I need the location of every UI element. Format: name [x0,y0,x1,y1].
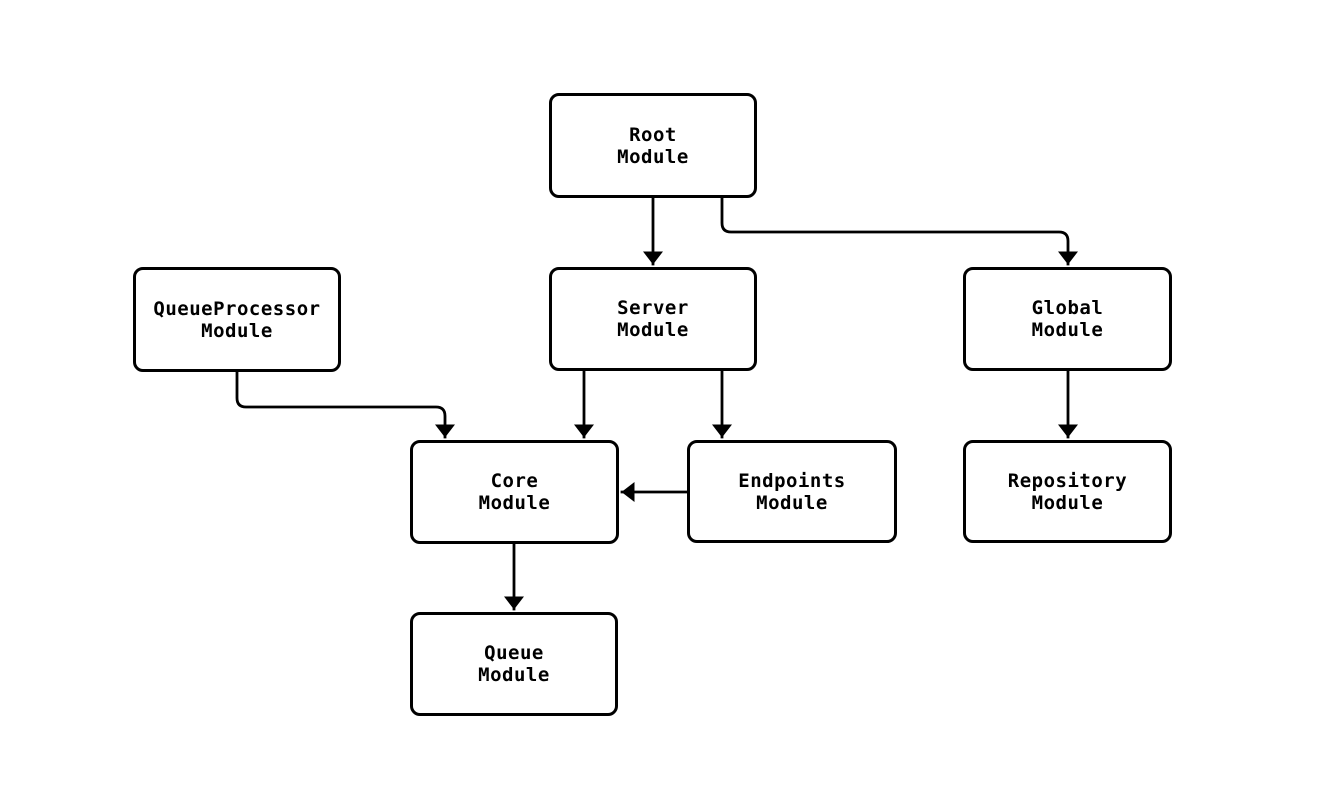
node-server-module-label-line: Server [617,297,689,319]
node-root-module-label-line: Root [629,123,677,146]
node-core-module-label-line: Core [490,470,539,492]
node-server-module-label-line: Module [617,319,689,341]
edge-queueprocessor-module-to-core-module [235,370,455,439]
node-repository-module-label-line: Module [1031,491,1104,514]
node-root-module-label-line: Module [617,145,689,168]
node-repository-module-label-line: Repository [1007,469,1128,492]
node-queueprocessor-module-label-line: QueueProcessor [153,297,321,320]
node-global-module-label-line: Module [1031,319,1104,341]
node-queue-module-label-line: Queue [484,642,544,664]
node-global-module-label-line: Global [1031,297,1104,319]
edge-root-module-to-global-module [720,196,1078,266]
node-endpoints-module-label-line: Endpoints [738,469,846,492]
node-core-module-label-line: Module [478,492,551,514]
node-endpoints-module-label-line: Module [756,491,828,514]
node-queue-module-label-line: Module [478,664,550,686]
node-queueprocessor-module-label-line: Module [201,319,273,342]
